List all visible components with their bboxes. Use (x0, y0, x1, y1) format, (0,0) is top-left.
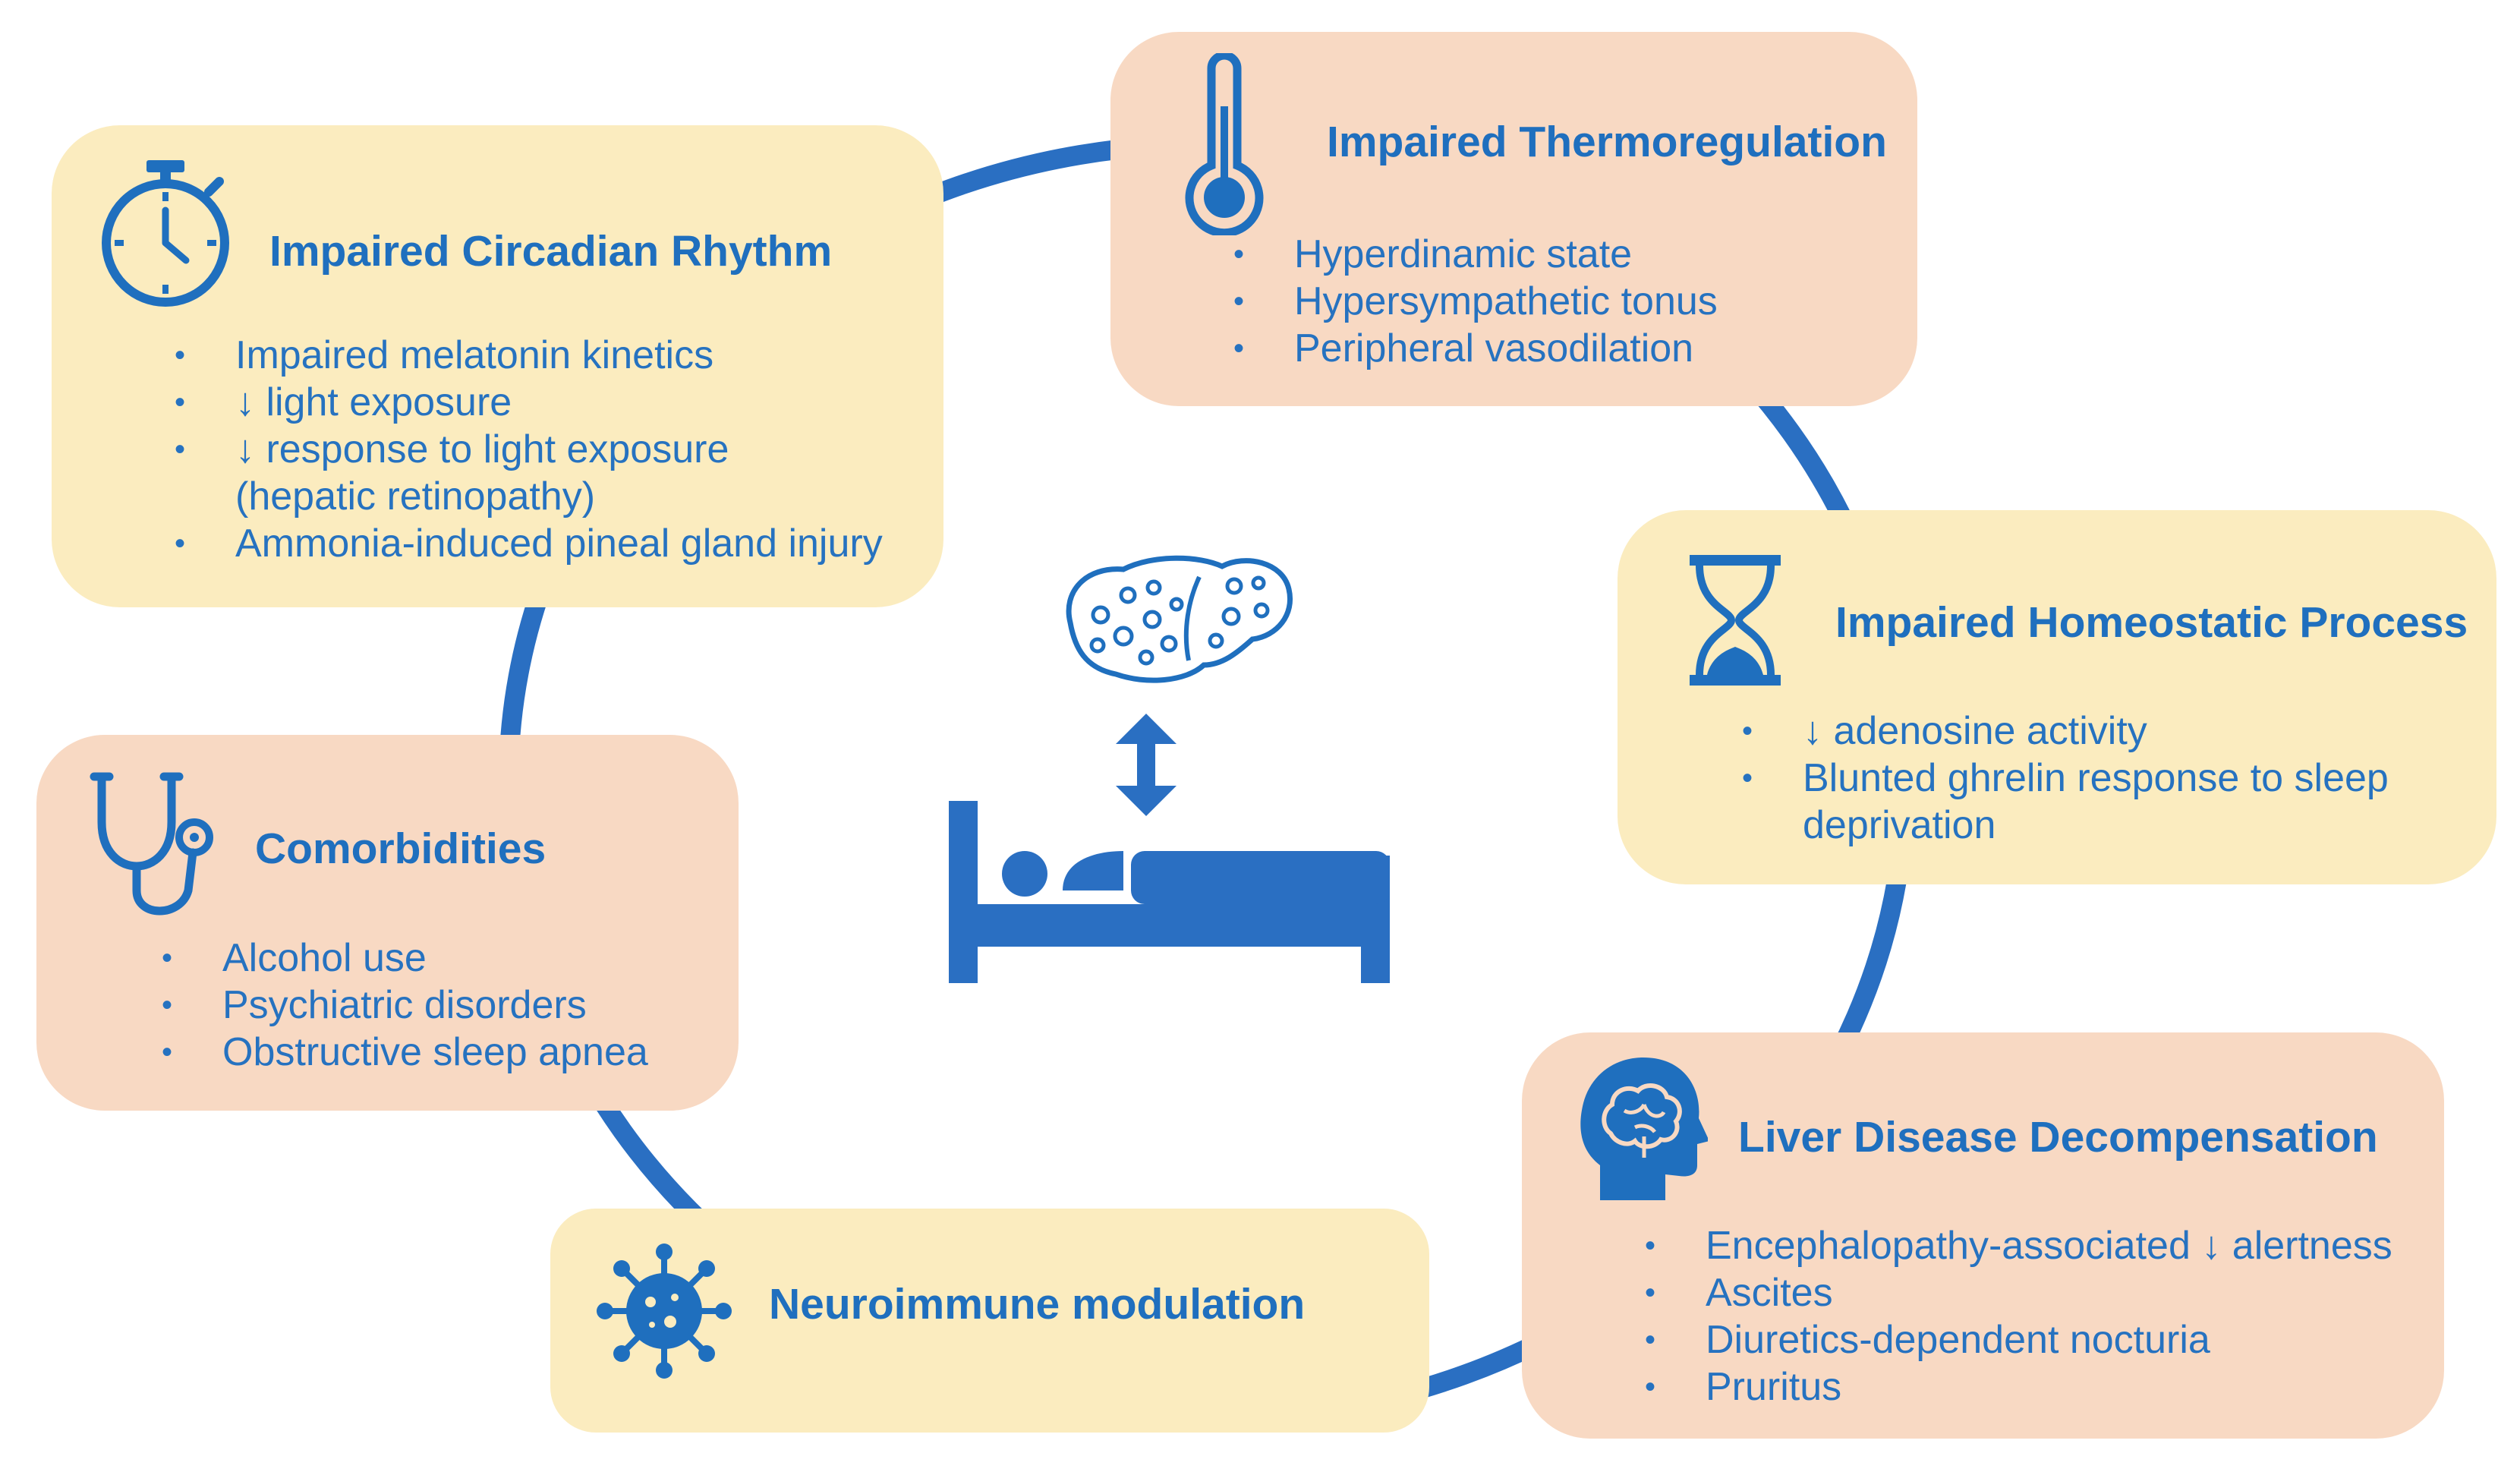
list-item: Psychiatric disorders (162, 982, 648, 1029)
stopwatch-icon (102, 160, 229, 307)
list-item: Peripheral vasodilation (1233, 325, 1718, 372)
stethoscope-icon (90, 772, 213, 916)
list-item: (hepatic retinopathy) (235, 474, 596, 519)
comorbidities-title: Comorbidities (255, 824, 547, 873)
neuroimmune-box: Neuroimmune modulation (550, 1209, 1429, 1433)
hourglass-icon (1690, 555, 1781, 686)
list-item: ↓ light exposure (175, 379, 883, 426)
double-arrow-icon (1116, 714, 1177, 816)
list-item: Impaired melatonin kinetics (175, 332, 883, 379)
list-item: Blunted ghrelin response to sleep (1742, 755, 2389, 802)
list-item: Ascites (1645, 1269, 2392, 1316)
thermoregulation-title: Impaired Thermoregulation (1327, 118, 1887, 166)
list-item: ↓ response to light exposure (175, 426, 883, 473)
virus-icon (597, 1243, 732, 1379)
neuroimmune-title: Neuroimmune modulation (769, 1280, 1306, 1329)
comorbidities-box: Comorbidities Alcohol use Psychiatric di… (36, 735, 739, 1111)
circadian-rhythm-box: Impaired Circadian Rhythm Impaired melat… (52, 125, 943, 607)
list-item: Hypersympathetic tonus (1233, 278, 1718, 325)
brain-head-icon (1580, 1058, 1708, 1200)
thermometer-icon (1185, 53, 1264, 235)
thermoregulation-list: Hyperdinamic state Hypersympathetic tonu… (1233, 231, 1718, 372)
list-item: ↓ adenosine activity (1742, 708, 2389, 755)
list-item: Encephalopathy-associated ↓ alertness (1645, 1222, 2392, 1269)
list-item: Diuretics-dependent nocturia (1645, 1316, 2392, 1363)
list-item: Ammonia-induced pineal gland injury (175, 520, 883, 567)
homeostatic-process-box: Impaired Homeostatic Process ↓ adenosine… (1618, 510, 2496, 884)
list-item: Obstructive sleep apnea (162, 1029, 648, 1076)
list-item: Pruritus (1645, 1363, 2392, 1411)
list-item: Hyperdinamic state (1233, 231, 1718, 278)
thermoregulation-box: Impaired Thermoregulation Hyperdinamic s… (1110, 32, 1917, 406)
homeostatic-title: Impaired Homeostatic Process (1835, 598, 2468, 647)
liver-decompensation-list: Encephalopathy-associated ↓ alertness As… (1645, 1222, 2392, 1411)
liver-decompensation-box: Liver Disease Decompensation Encephalopa… (1522, 1032, 2444, 1439)
circadian-list: Impaired melatonin kinetics ↓ light expo… (175, 332, 883, 567)
homeostatic-list: ↓ adenosine activity Blunted ghrelin res… (1742, 708, 2389, 849)
list-item: Alcohol use (162, 935, 648, 982)
bed-sleeper-icon (949, 801, 1390, 983)
comorbidities-list: Alcohol use Psychiatric disorders Obstru… (162, 935, 648, 1076)
liver-icon (1066, 555, 1293, 683)
list-item: deprivation (1803, 803, 1996, 847)
liver-decompensation-title: Liver Disease Decompensation (1738, 1113, 2378, 1162)
circadian-title: Impaired Circadian Rhythm (269, 227, 833, 276)
